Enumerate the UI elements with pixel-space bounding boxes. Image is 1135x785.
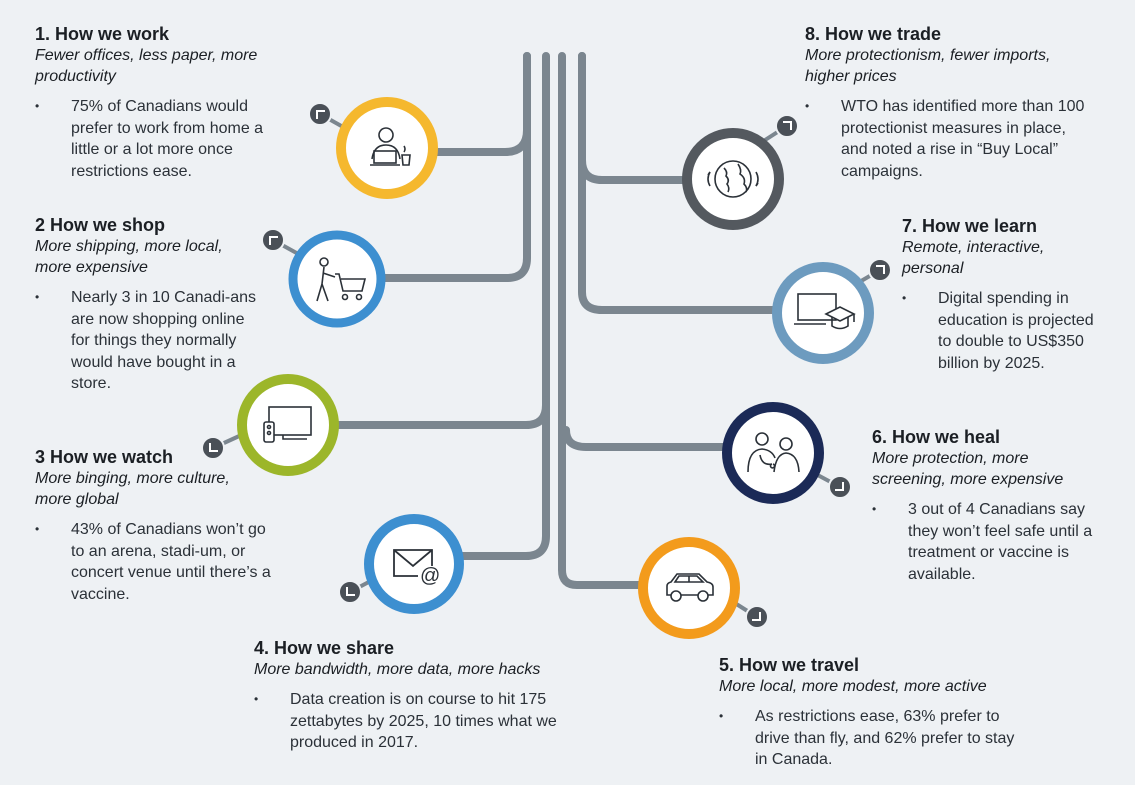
at-symbol-icon: @	[420, 565, 440, 587]
section-learn: 7. How we learn Remote, interactive, per…	[902, 216, 1112, 374]
section-bullet: Nearly 3 in 10 Canadi-ans are now shoppi…	[35, 287, 256, 395]
tv-remote-icon	[263, 406, 312, 443]
section-title: 1. How we work	[35, 24, 170, 44]
section-subtitle: More local, more modest, more active	[719, 678, 987, 695]
section-title: 5. How we travel	[719, 655, 860, 675]
shopping-cart-icon	[316, 257, 367, 302]
section-trade: 8. How we trade More protectionism, fewe…	[805, 24, 1105, 182]
shop-icon-circle	[287, 229, 387, 329]
line-learn	[578, 52, 784, 314]
section-bullet: Data creation is on course to hit 175 ze…	[254, 689, 582, 754]
line-heal	[562, 426, 739, 451]
travel-icon-circle	[636, 535, 742, 641]
section-watch: 3 How we watch More binging, more cultur…	[35, 447, 275, 605]
learn-icon-circle	[770, 260, 876, 366]
work-icon-circle	[334, 95, 440, 201]
section-subtitle: More protectionism, fewer imports, highe…	[805, 47, 1051, 85]
section-title: 8. How we trade	[805, 24, 942, 44]
section-title: 3 How we watch	[35, 447, 174, 467]
section-subtitle: More protection, more screening, more ex…	[872, 450, 1064, 488]
section-shop: 2 How we shop More shipping, more local,…	[35, 215, 265, 395]
line-share	[451, 396, 550, 560]
section-title: 6. How we heal	[872, 427, 1001, 447]
line-shop	[326, 52, 531, 282]
section-bullet: Digital spending in education is project…	[902, 288, 1106, 374]
section-bullet: 3 out of 4 Canadians say they won’t feel…	[872, 499, 1100, 585]
section-bullet: As restrictions ease, 63% prefer to driv…	[719, 706, 1025, 771]
trade-icon-circle	[680, 126, 786, 232]
watch-icon-circle	[235, 372, 341, 478]
share-icon-circle: @	[362, 512, 466, 616]
section-subtitle: Fewer offices, less paper, more producti…	[35, 47, 258, 85]
badge-share	[338, 574, 381, 604]
section-bullet: 43% of Canadians won’t go to an arena, s…	[35, 519, 271, 605]
section-subtitle: Remote, interactive, personal	[902, 239, 1045, 277]
badge-trade	[760, 114, 799, 144]
section-travel: 5. How we travel More local, more modest…	[719, 655, 1039, 771]
section-subtitle: More shipping, more local, more expensiv…	[35, 238, 223, 276]
doctor-patient-icon	[747, 432, 800, 473]
section-subtitle: More binging, more culture, more global	[35, 470, 230, 508]
laptop-worker-icon	[370, 127, 411, 166]
section-title: 2 How we shop	[35, 215, 166, 235]
section-title: 4. How we share	[254, 638, 395, 658]
globe-icon	[707, 160, 759, 198]
section-work: 1. How we work Fewer offices, less paper…	[35, 24, 300, 182]
line-trade	[578, 52, 694, 184]
section-bullet: 75% of Canadians would prefer to work fr…	[35, 96, 289, 182]
section-share: 4. How we share More bandwidth, more dat…	[254, 638, 594, 754]
car-icon	[666, 573, 714, 602]
line-work	[426, 52, 531, 156]
section-title: 7. How we learn	[902, 216, 1038, 236]
section-bullet: WTO has identified more than 100 protect…	[805, 96, 1086, 182]
heal-icon-circle	[720, 400, 826, 506]
line-travel	[558, 52, 664, 589]
section-subtitle: More bandwidth, more data, more hacks	[254, 661, 541, 678]
email-icon	[393, 549, 433, 577]
section-heal: 6. How we heal More protection, more scr…	[872, 427, 1102, 585]
graduation-laptop-icon	[794, 293, 856, 330]
